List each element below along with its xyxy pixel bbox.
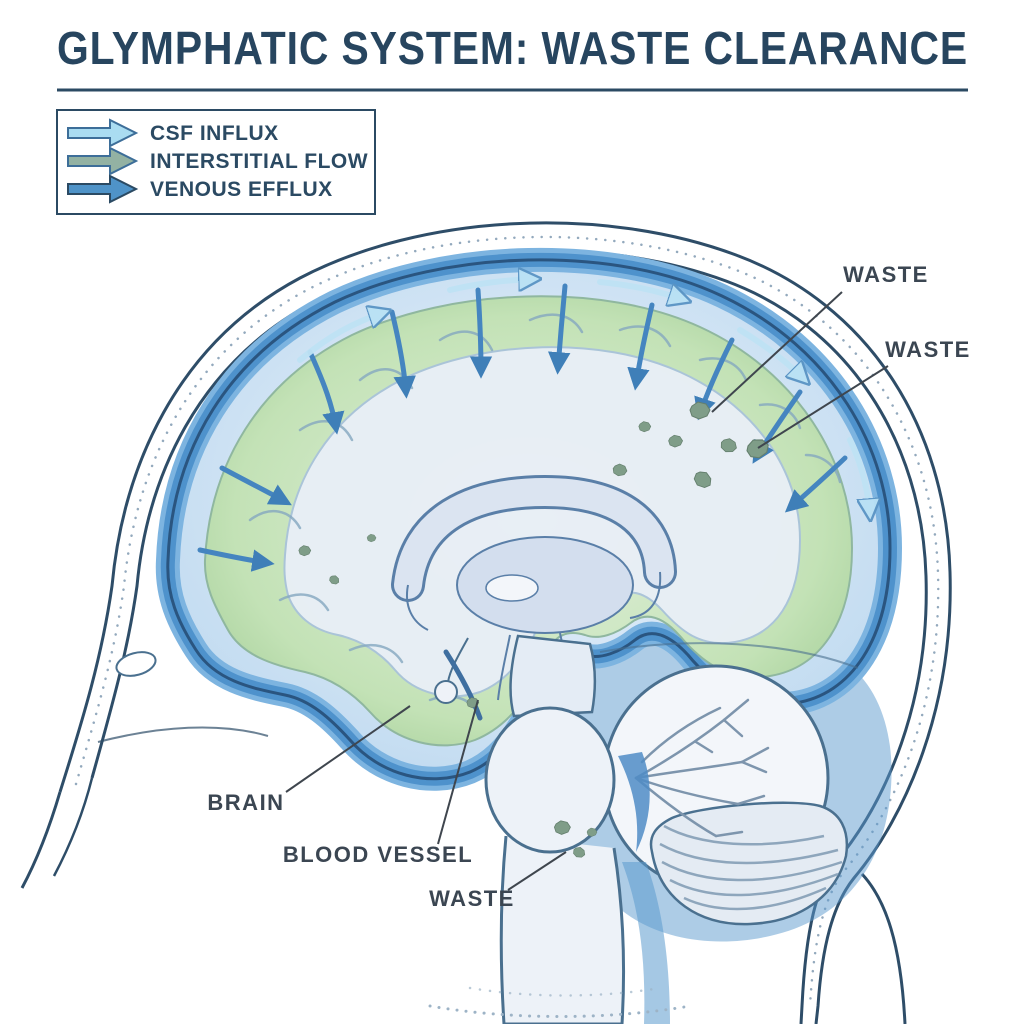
legend-item-csf-influx: CSF INFLUX [67,118,279,148]
legend-item-interstitial-flow: INTERSTITIAL FLOW [67,146,368,176]
tentorium-line [599,642,859,669]
waste-right-label: WASTE [885,337,971,362]
waste-lower-leader [507,851,567,891]
pituitary-stalk [434,637,469,704]
corpus-callosum [391,474,677,631]
thalamus [456,536,634,701]
legend: CSF INFLUX INTERSTITIAL FLOW VENOUS EFFL… [56,109,376,215]
brainstem [484,634,670,1024]
legend-item-venous-efflux: VENOUS EFFLUX [67,174,333,204]
brain-leader [285,705,411,793]
pons [484,706,616,854]
folia-stripes [659,824,843,911]
fourth-ventricle [618,752,650,852]
interstitial-flow-arrow-icon [67,146,139,176]
cortex-outline [166,258,892,781]
waste-right-leader [757,365,889,449]
frontal-sinus [115,651,157,677]
legend-item-label: INTERSTITIAL FLOW [150,150,368,173]
brain-illustration [20,221,952,1024]
cerebellum [602,664,849,926]
blood-vessel-line [443,649,483,721]
legend-item-label: VENOUS EFFLUX [150,178,333,201]
midbrain [509,634,597,718]
header: GLYMPHATIC SYSTEM: WASTE CLEARANCE [57,22,968,92]
csf-influx-arrow-icon [67,118,139,148]
white-matter-core [283,346,802,698]
legend-item-label: CSF INFLUX [150,122,279,145]
medulla [499,835,626,1024]
skull-diploe-stipple [74,235,940,1008]
spinal-csf-channel [622,862,670,1024]
waste-lower-label: WASTE [429,886,515,911]
venous-efflux-arrow-icon [67,174,139,204]
brain-label: BRAIN [207,790,284,815]
waste-upper-leader [711,291,843,413]
page-title: GLYMPHATIC SYSTEM: WASTE CLEARANCE [57,22,968,74]
annotations: WASTE WASTE BRAIN BLOOD VESSEL WASTE [207,262,971,911]
interthalamic-adhesion [485,574,539,602]
blood-vessel-label: BLOOD VESSEL [283,842,473,867]
waste-upper-label: WASTE [843,262,929,287]
blood-vessel-leader [437,699,479,845]
